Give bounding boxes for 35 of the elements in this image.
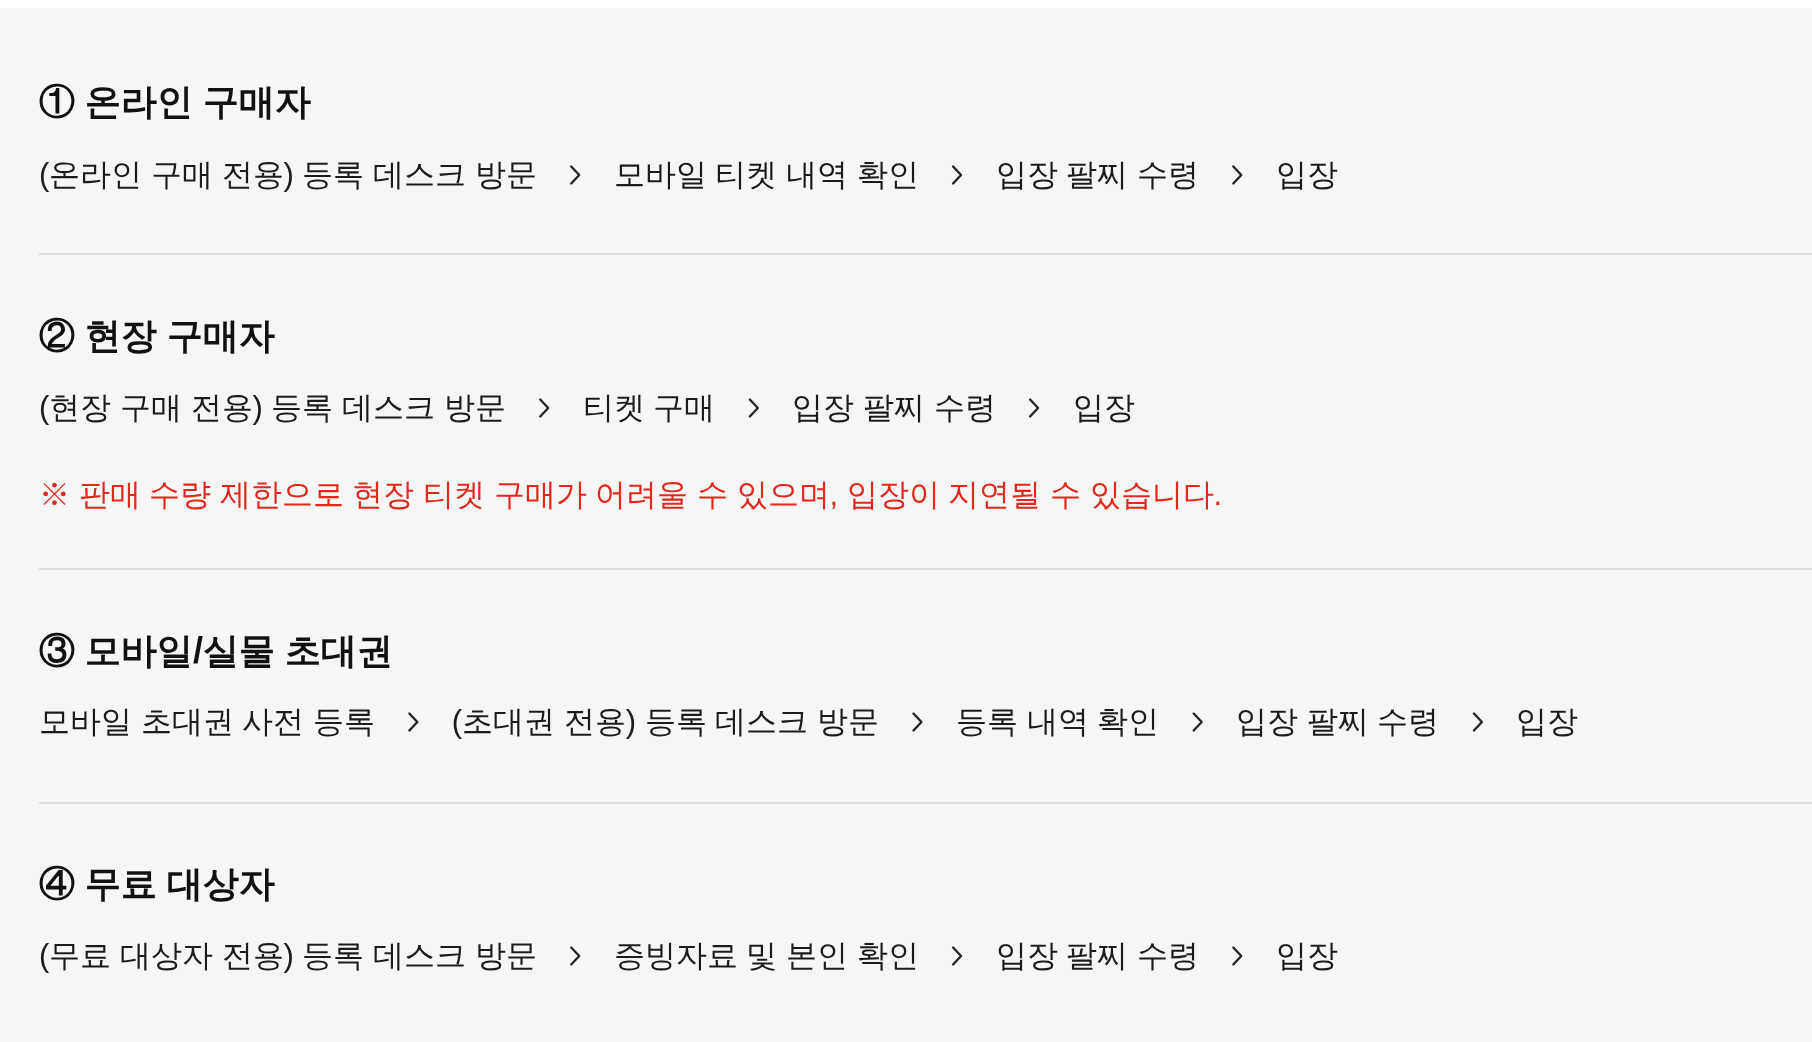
- step-text: (초대권 전용) 등록 데스크 방문: [451, 703, 879, 741]
- step-text: (현장 구매 전용) 등록 데스크 방문: [39, 389, 506, 427]
- section-heading: ④ 무료 대상자: [39, 862, 275, 906]
- step-text: (무료 대상자 전용) 등록 데스크 방문: [39, 937, 537, 975]
- chevron-arrow: [570, 946, 581, 966]
- step-text: 티켓 구매: [582, 389, 716, 427]
- step-text: 입장: [1275, 937, 1338, 975]
- warning-note: ※ 판매 수량 제한으로 현장 티켓 구매가 어려울 수 있으며, 입장이 지연될 수 있습니다.: [39, 476, 1223, 514]
- section-heading: ② 현장 구매자: [39, 314, 275, 358]
- chevron-arrow: [951, 165, 963, 185]
- step-text: 증빙자료 및 본인 확인: [613, 937, 919, 975]
- chevron-arrow: [1028, 398, 1040, 418]
- chevron-arrow: [1232, 165, 1243, 185]
- step-text: 모바일 티켓 내역 확인: [613, 156, 919, 194]
- chevron-arrow: [951, 946, 963, 966]
- chevron-arrow: [539, 398, 550, 418]
- step-text: 입장: [1072, 389, 1135, 427]
- step-text: 입장 팔찌 수령: [792, 389, 996, 427]
- chevron-arrow: [570, 165, 581, 185]
- step-text: 입장: [1275, 156, 1338, 194]
- chevron-arrow: [408, 712, 419, 732]
- chevron-arrow: [748, 398, 759, 418]
- chevron-arrow: [1472, 712, 1484, 732]
- step-text: 입장 팔찌 수령: [1236, 703, 1440, 741]
- chevron-arrow: [1232, 946, 1243, 966]
- step-text: 입장: [1516, 703, 1579, 741]
- step-text: (온라인 구매 전용) 등록 데스크 방문: [39, 156, 537, 194]
- section-heading: ③ 모바일/실물 초대권: [39, 629, 393, 673]
- chevron-arrow: [1192, 712, 1203, 732]
- step-text: 모바일 초대권 사전 등록: [39, 703, 375, 741]
- step-text: 등록 내역 확인: [955, 703, 1160, 741]
- chevron-arrow: [912, 712, 923, 732]
- section-heading: ① 온라인 구매자: [39, 80, 311, 124]
- step-text: 입장 팔찌 수령: [995, 937, 1199, 975]
- step-text: 입장 팔찌 수령: [995, 156, 1199, 194]
